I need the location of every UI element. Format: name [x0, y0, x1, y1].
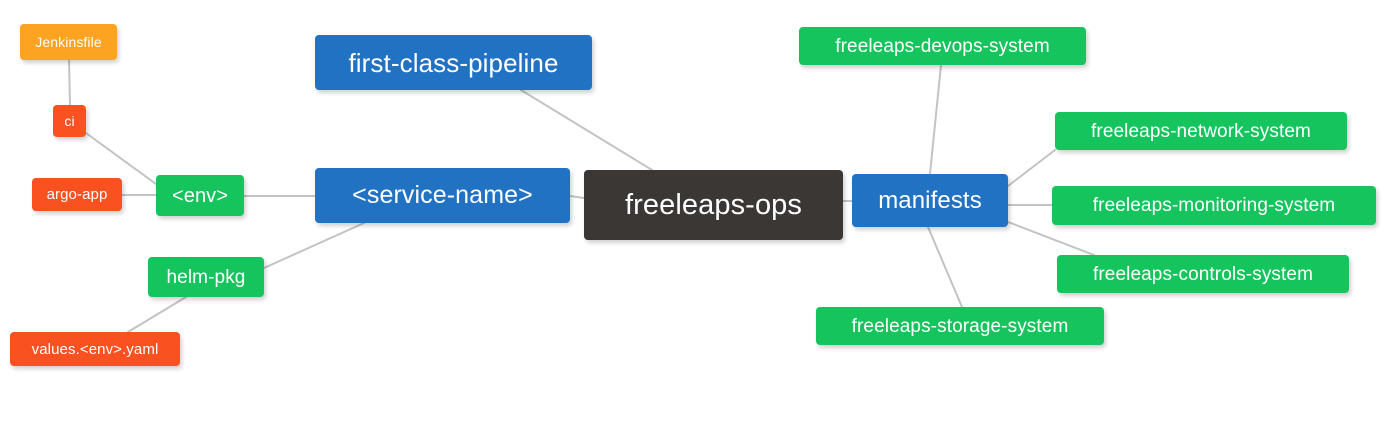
edge-service-name-freeleaps-ops [569, 195, 585, 199]
edge-devops-system-manifests [929, 64, 942, 175]
node-values-yaml[interactable]: values.<env>.yaml [10, 332, 180, 366]
node-argo-app[interactable]: argo-app [32, 178, 122, 211]
node-manifests[interactable]: manifests [852, 174, 1008, 227]
node-freeleaps-ops[interactable]: freeleaps-ops [584, 170, 843, 240]
edge-jenkinsfile-ci [68, 59, 71, 106]
edge-manifests-storage-system [927, 226, 963, 308]
edge-values-yaml-helm-pkg [127, 296, 187, 333]
node-jenkinsfile[interactable]: Jenkinsfile [20, 24, 117, 60]
node-freeleaps-network-system[interactable]: freeleaps-network-system [1055, 112, 1347, 150]
node-env[interactable]: <env> [156, 175, 244, 216]
node-freeleaps-storage-system[interactable]: freeleaps-storage-system [816, 307, 1104, 345]
node-freeleaps-devops-system[interactable]: freeleaps-devops-system [799, 27, 1086, 65]
edge-first-class-pipeline-freeleaps-ops [520, 89, 653, 171]
node-freeleaps-monitoring-system[interactable]: freeleaps-monitoring-system [1052, 186, 1376, 225]
edge-helm-pkg-service-name [263, 222, 365, 269]
node-service-name[interactable]: <service-name> [315, 168, 570, 223]
node-ci[interactable]: ci [53, 105, 86, 137]
edge-manifests-network-system [1007, 149, 1056, 187]
edge-ci-env [85, 132, 157, 185]
node-first-class-pipeline[interactable]: first-class-pipeline [315, 35, 592, 90]
node-helm-pkg[interactable]: helm-pkg [148, 257, 264, 297]
edge-manifests-controls-system [1007, 221, 1095, 256]
node-freeleaps-controls-system[interactable]: freeleaps-controls-system [1057, 255, 1349, 293]
